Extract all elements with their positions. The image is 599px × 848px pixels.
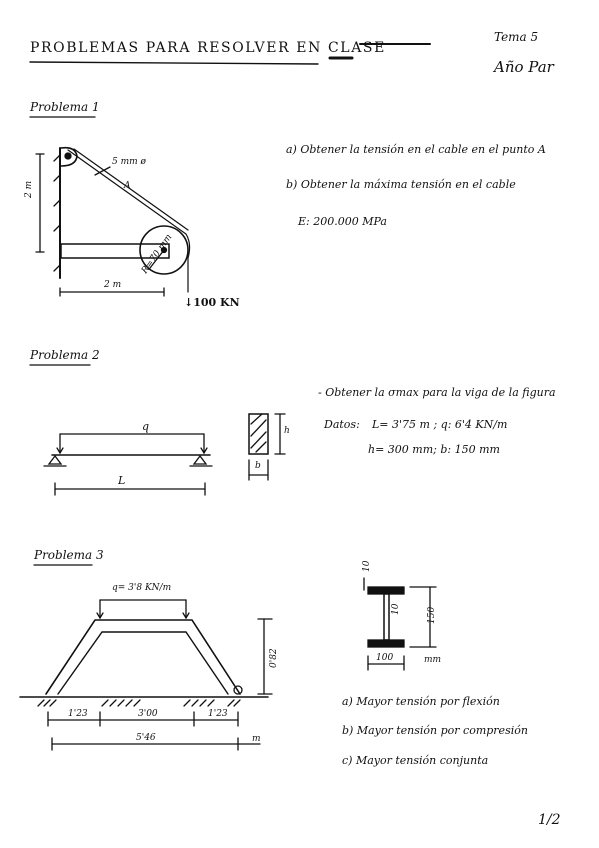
problem3-dim-right: 1'23 [208, 709, 228, 719]
problem2-data-label: Datos: [324, 418, 360, 431]
problem1-modulus: E: 200.000 MPa [298, 215, 387, 228]
problem3-question-b: b) Mayor tensión por compresión [342, 724, 528, 737]
anio-label: Año Par [494, 58, 554, 76]
problem1-point-a: A [124, 181, 131, 191]
tema-label: Tema 5 [494, 30, 539, 44]
problem3-dim-left: 1'23 [68, 709, 88, 719]
problem3-web-thickness: 10 [391, 603, 401, 615]
problem3-section-width: 100 [376, 653, 394, 663]
problem3-question-a: a) Mayor tensión por flexión [342, 695, 500, 708]
problem1-figure [35, 146, 191, 297]
problem3-height-dim: 0'82 [269, 648, 279, 668]
problem1-cable-label: 5 mm ø [112, 157, 146, 167]
problem1-height-dim: 2 m [24, 180, 34, 198]
problem2-section-b: b [255, 461, 261, 471]
problem2-section-h: h [284, 426, 290, 436]
problem2-load-label: q [142, 420, 150, 433]
problem1-label: Problema 1 [30, 100, 100, 114]
problem3-flange-thickness: 10 [362, 560, 372, 572]
problem2-figure [43, 413, 286, 496]
problem1-question-a: a) Obtener la tensión en el cable en el … [286, 143, 546, 156]
problem2-statement: - Obtener la σmax para la viga de la fig… [318, 386, 556, 399]
problem3-unit-mm: mm [424, 655, 442, 665]
problem1-load: ↓100 KN [184, 296, 240, 309]
problem3-load-label: q= 3'8 KN/m [112, 583, 172, 593]
problem3-dim-mid: 3'00 [138, 709, 158, 719]
problem3-figure [19, 577, 437, 751]
problem3-label: Problema 3 [34, 548, 104, 562]
problem3-unit-m: m [252, 734, 261, 744]
problem1-question-b: b) Obtener la máxima tensión en el cable [286, 178, 516, 191]
page-title: PROBLEMAS PARA RESOLVER EN CLASE [30, 40, 386, 56]
problem2-span-label: L [118, 474, 126, 487]
problem2-label: Problema 2 [30, 348, 100, 362]
page-number: 1/2 [538, 812, 561, 828]
problem3-dim-total: 5'46 [136, 733, 156, 743]
problem1-length-dim: 2 m [104, 280, 122, 290]
problem2-data-line1: L= 3'75 m ; q: 6'4 KN/m [372, 418, 508, 431]
problem3-section-height: 150 [427, 606, 437, 624]
problem2-data-line2: h= 300 mm; b: 150 mm [368, 443, 500, 456]
problem3-question-c: c) Mayor tensión conjunta [342, 754, 489, 767]
